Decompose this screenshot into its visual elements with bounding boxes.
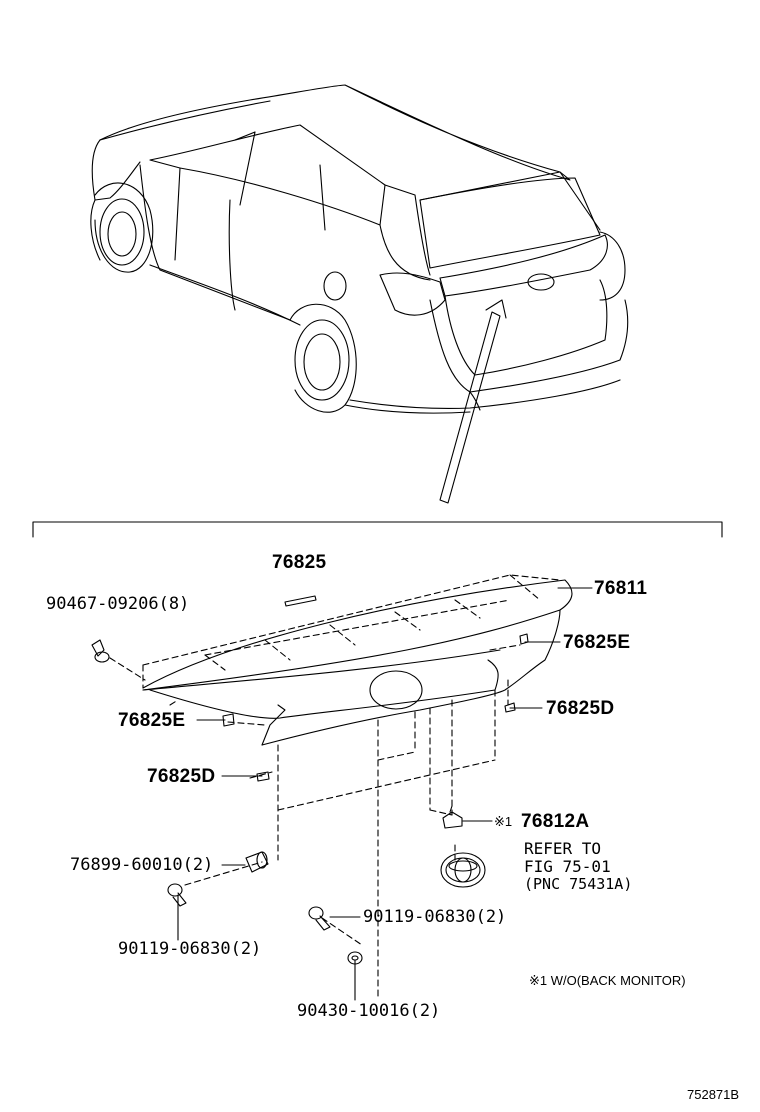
nut-76899-icon bbox=[245, 851, 269, 873]
tape-76825E-left-icon bbox=[222, 713, 235, 727]
tape-76825-icon bbox=[284, 595, 317, 607]
part-label-90119-right: 90119-06830(2) bbox=[363, 907, 507, 927]
tape-76825D-left-icon bbox=[256, 771, 270, 782]
cushion-76812A-icon bbox=[442, 805, 463, 829]
bolt-90119-right-icon bbox=[308, 906, 331, 931]
tape-76825D-right-icon bbox=[504, 702, 516, 713]
part-label-76825E-right: 76825E bbox=[563, 632, 631, 653]
footnote-marker: ※1 bbox=[494, 814, 513, 829]
figure-id: 752871B bbox=[687, 1087, 740, 1102]
bolt-90119-left-icon bbox=[167, 883, 187, 907]
emblem-recess bbox=[369, 670, 423, 710]
part-label-90119-left: 90119-06830(2) bbox=[118, 939, 262, 959]
rear-garnish-part bbox=[142, 579, 573, 746]
refer-line-2: FIG 75-01 bbox=[524, 857, 611, 876]
part-label-76899: 76899-60010(2) bbox=[70, 855, 214, 875]
tape-76825E-right-icon bbox=[519, 633, 529, 645]
part-label-76825E-left: 76825E bbox=[118, 710, 186, 731]
part-label-90467: 90467-09206(8) bbox=[46, 594, 190, 614]
footnote-text: ※1 W/O(BACK MONITOR) bbox=[529, 973, 686, 988]
washer-90430-icon bbox=[347, 951, 363, 965]
refer-line-3: (PNC 75431A) bbox=[524, 875, 633, 893]
leader-lines bbox=[177, 587, 593, 1001]
part-label-76812A: 76812A bbox=[521, 811, 590, 832]
section-bracket bbox=[32, 521, 723, 538]
part-label-76825D-right: 76825D bbox=[546, 698, 615, 719]
part-label-76825: 76825 bbox=[272, 552, 327, 573]
vehicle-illustration bbox=[90, 84, 629, 414]
part-label-76811: 76811 bbox=[594, 578, 648, 599]
clip-90467-icon bbox=[91, 639, 110, 663]
part-label-90430: 90430-10016(2) bbox=[297, 1001, 441, 1021]
toyota-emblem-icon bbox=[440, 852, 486, 888]
refer-line-1: REFER TO bbox=[524, 839, 602, 858]
location-arrow bbox=[439, 299, 507, 504]
part-label-76825D-left: 76825D bbox=[147, 766, 216, 787]
